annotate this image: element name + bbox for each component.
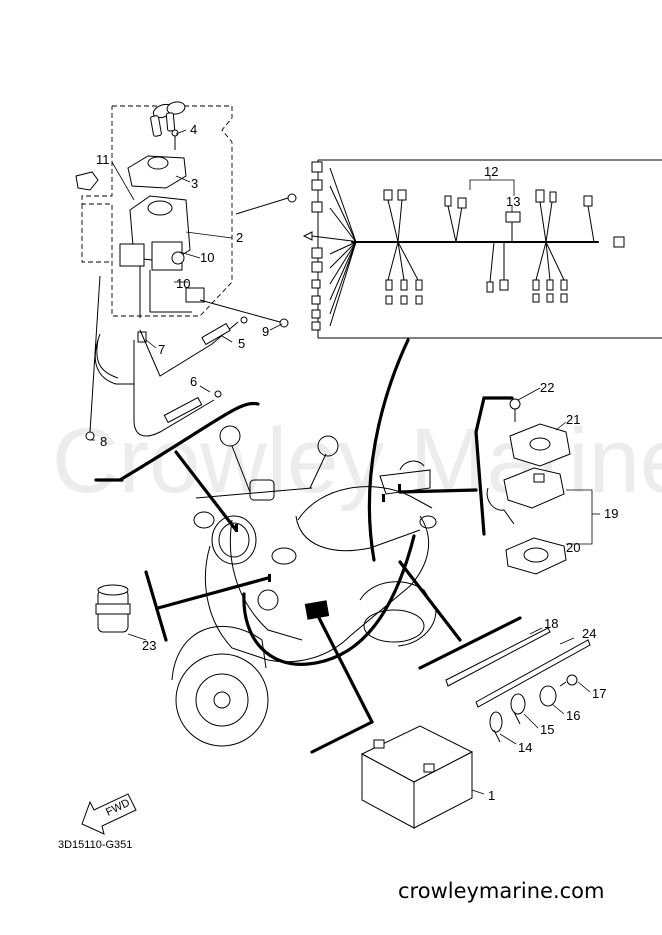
callout-18: 18 — [544, 616, 558, 631]
callout-5: 5 — [238, 336, 245, 351]
callout-2: 2 — [236, 230, 243, 245]
battery — [360, 725, 485, 829]
main-switch-assembly — [75, 101, 297, 441]
callout-10b: 10 — [176, 276, 190, 291]
clamp-15 — [510, 693, 526, 725]
callout-9: 9 — [262, 324, 269, 339]
callout-3: 3 — [191, 176, 198, 191]
cable-5 — [201, 316, 248, 346]
callout-22: 22 — [540, 380, 554, 395]
callout-19: 19 — [604, 506, 618, 521]
callout-1: 1 — [488, 788, 495, 803]
wire-harness — [302, 159, 662, 339]
website-watermark: crowleymarine.com — [398, 879, 604, 903]
callout-24: 24 — [582, 626, 596, 641]
callout-20: 20 — [566, 540, 580, 555]
callout-leaders — [90, 129, 591, 745]
callout-6: 6 — [190, 374, 197, 389]
fuel-sender-assembly — [486, 398, 600, 575]
clamp-14 — [489, 711, 503, 743]
relay-23 — [95, 584, 147, 641]
callout-16: 16 — [566, 708, 580, 723]
callout-17: 17 — [592, 686, 606, 701]
callout-11: 11 — [96, 152, 110, 167]
callout-4: 4 — [190, 122, 197, 137]
clamp-17 — [559, 674, 578, 687]
callout-8: 8 — [100, 434, 107, 449]
callout-21: 21 — [566, 412, 580, 427]
callout-23: 23 — [142, 638, 156, 653]
callout-15: 15 — [540, 722, 554, 737]
callout-labels: 1 2 3 4 5 6 7 8 9 10 10 11 12 13 14 15 1… — [96, 122, 618, 803]
callout-12: 12 — [484, 164, 498, 179]
cable-6 — [163, 390, 222, 424]
drawing-code: 3D15110-G351 — [58, 839, 132, 851]
callout-10a: 10 — [200, 250, 214, 265]
callout-7: 7 — [158, 342, 165, 357]
callout-14: 14 — [518, 740, 532, 755]
callout-13: 13 — [506, 194, 520, 209]
fwd-arrow-icon: FWD — [81, 793, 137, 835]
leader-lines — [94, 338, 522, 754]
key-icon — [150, 101, 186, 137]
clamp-16 — [539, 685, 557, 707]
cable-ties-clamps — [445, 627, 591, 743]
